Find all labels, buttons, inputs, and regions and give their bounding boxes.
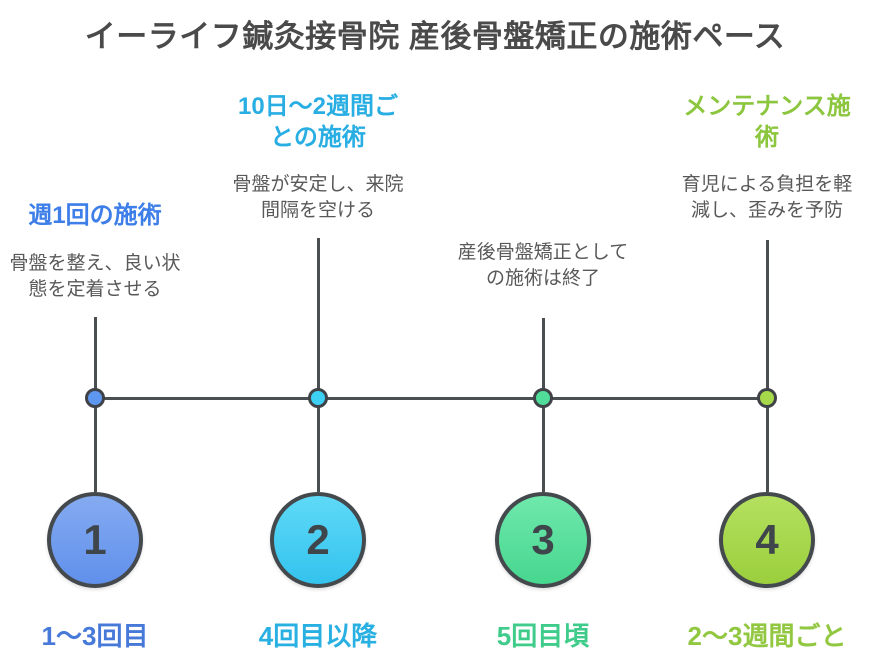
step-label: 2〜3週間ごと <box>687 621 847 651</box>
connector-line <box>316 238 320 492</box>
node-description: 骨盤が安定し、来院 間隔を空ける <box>232 174 404 221</box>
step-number: 3 <box>531 516 555 563</box>
timeline-dot <box>85 388 105 408</box>
timeline-dot <box>533 388 553 408</box>
timeline-dot <box>308 388 328 408</box>
node-heading: メンテナンス施 術 <box>683 93 851 151</box>
step-number: 1 <box>83 516 107 563</box>
step-label: 1〜3回目 <box>41 621 149 651</box>
step-number: 4 <box>755 516 779 563</box>
timeline-dot <box>757 388 777 408</box>
page-title: イーライフ鍼灸接骨院 産後骨盤矯正の施術ペース <box>84 19 786 54</box>
step-circle: 2 <box>270 492 366 588</box>
step-circle: 4 <box>719 492 815 588</box>
step-circle: 1 <box>47 492 143 588</box>
node-description: 産後骨盤矯正として の施術は終了 <box>457 242 629 289</box>
connector-line <box>765 240 769 492</box>
node-heading: 週1回の施術 <box>28 202 162 229</box>
node-heading: 10日〜2週間ご との施術 <box>237 93 399 151</box>
step-label: 5回目頃 <box>496 621 590 651</box>
timeline-line <box>95 397 767 400</box>
node-description: 育児による負担を軽 減し、歪みを予防 <box>681 174 853 221</box>
step-circle: 3 <box>495 492 591 588</box>
step-number: 2 <box>306 516 330 563</box>
step-label: 4回目以降 <box>258 621 378 651</box>
node-description: 骨盤を整え、良い状 態を定着させる <box>9 253 181 300</box>
